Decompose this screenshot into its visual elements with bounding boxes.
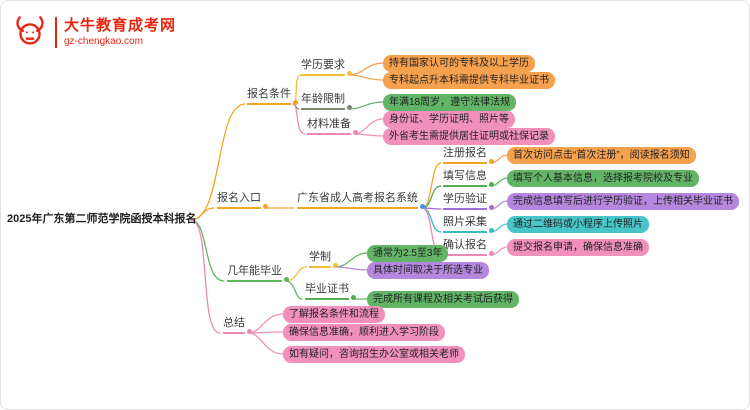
branch-summary: 总结 [223, 317, 252, 334]
leaf-step-register: 首次访问点击“首次注册”，阅读报名须知 [507, 147, 696, 164]
root-node: 2025年广东第二师范学院函授本科报名 [7, 213, 197, 225]
step-verify: 学历验证 [443, 193, 494, 210]
leaf-age-1: 年满18周岁，遵守法律法规 [383, 94, 517, 111]
branch-conditions: 报名条件 [247, 88, 298, 105]
branch-graduation-time: 几年能毕业 [227, 265, 289, 282]
node-registration-system: 广东省成人高考报名系统 [297, 192, 425, 209]
leaf-education-2: 专科起点升本科需提供专科毕业证书 [383, 72, 555, 89]
node-education-requirement: 学历要求 [301, 59, 352, 76]
node-age-limit: 年龄限制 [301, 93, 352, 110]
leaf-diploma-1: 完成所有课程及相关考试后获得 [367, 291, 519, 308]
leaf-summary-2: 确保信息准确，顺利进入学习阶段 [283, 324, 445, 341]
leaf-materials-2: 外省考生需提供居住证明或社保记录 [383, 128, 555, 145]
step-register: 注册报名 [443, 147, 494, 164]
step-fill-info: 填写信息 [443, 170, 494, 187]
logo-subtitle: gz-chengkao.com [64, 36, 143, 48]
branch-entrance: 报名入口 [217, 192, 268, 209]
node-materials: 材料准备 [307, 118, 358, 135]
bull-icon [11, 11, 49, 54]
leaf-duration-1: 通常为2.5至3年 [367, 245, 449, 262]
node-diploma: 毕业证书 [305, 283, 356, 300]
node-study-length: 学制 [309, 251, 338, 268]
leaf-duration-2: 具体时间取决于所选专业 [367, 262, 489, 279]
leaf-summary-1: 了解报名条件和流程 [283, 306, 385, 323]
leaf-education-1: 持有国家认可的专科及以上学历 [383, 55, 535, 72]
leaf-step-fill-info: 填写个人基本信息，选择报考院校及专业 [507, 170, 699, 187]
leaf-materials-1: 身份证、学历证明、照片等 [383, 111, 515, 128]
step-photo: 照片采集 [443, 216, 494, 233]
leaf-step-confirm: 提交报名申请，确保信息准确 [507, 239, 649, 256]
step-confirm: 确认报名 [443, 239, 494, 256]
leaf-step-verify: 完成信息填写后进行学历验证，上传相关毕业证书 [507, 193, 739, 210]
leaf-step-photo: 通过二维码或小程序上传照片 [507, 216, 649, 233]
logo-title: 大牛教育成考网 [64, 17, 177, 35]
site-logo[interactable]: 大牛教育成考网 gz-chengkao.com [11, 11, 176, 54]
leaf-summary-3: 如有疑问，咨询招生办公室或相关老师 [283, 346, 465, 363]
